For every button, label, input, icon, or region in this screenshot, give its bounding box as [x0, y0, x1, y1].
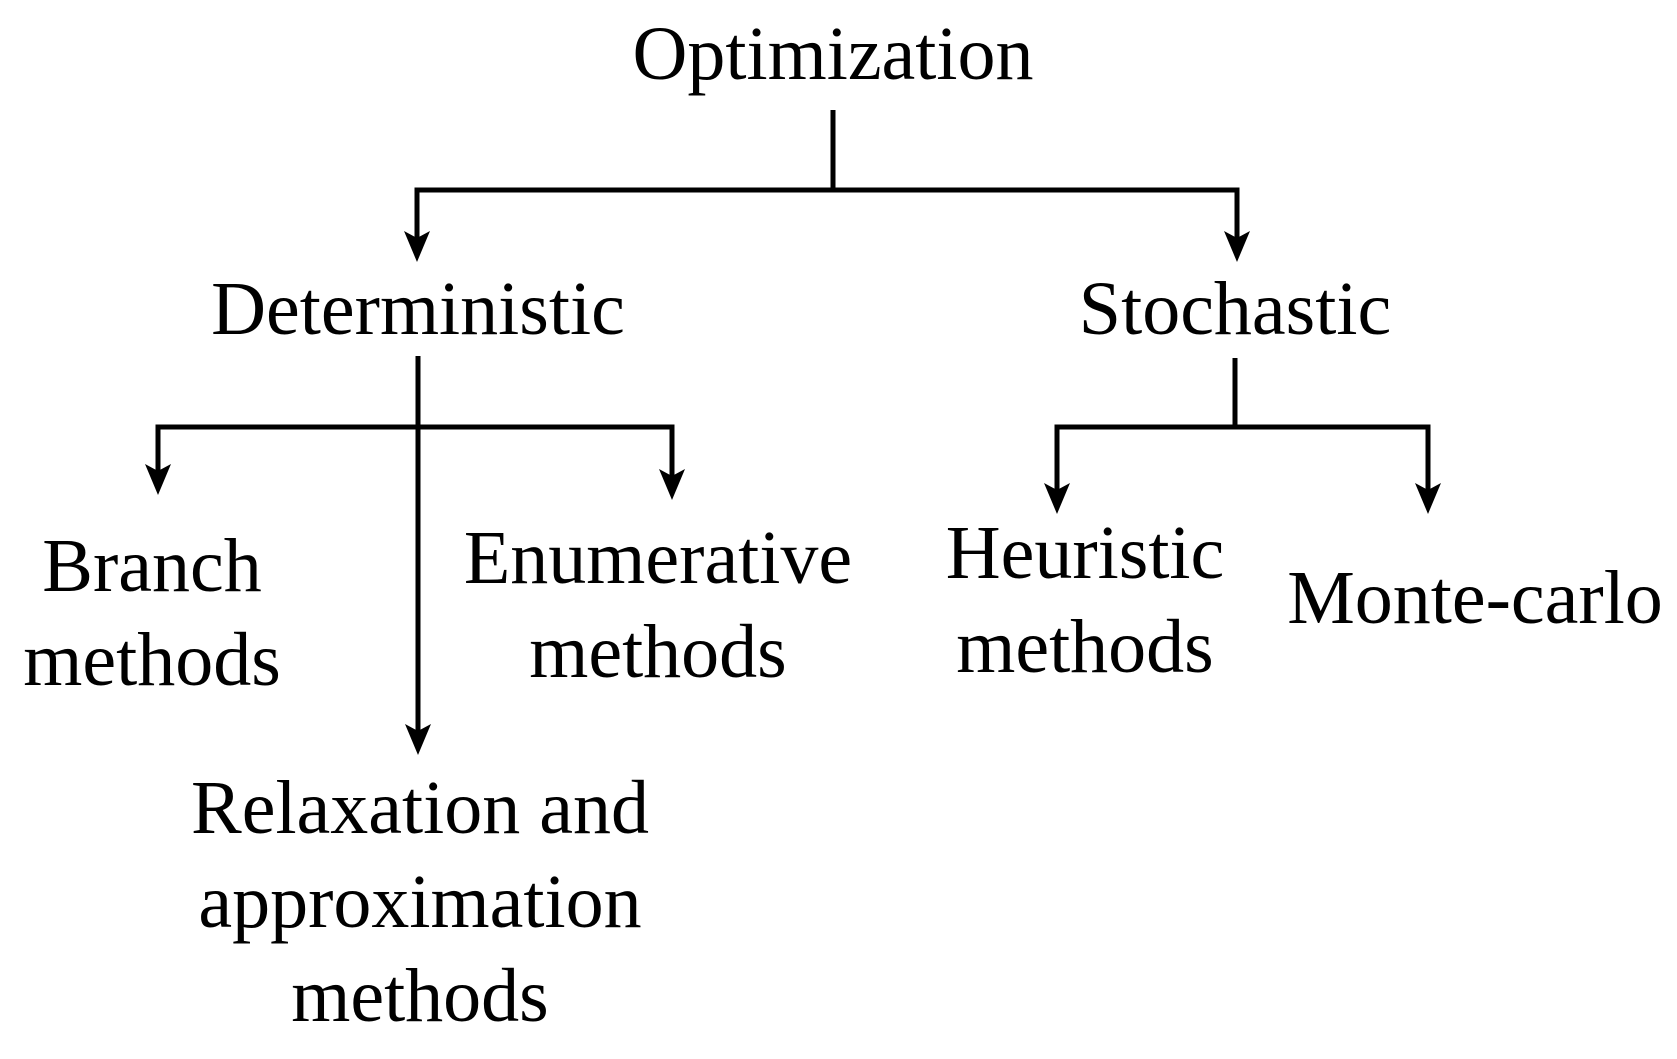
arrowhead-enumerative-icon [659, 469, 685, 500]
node-monte-carlo: Monte-carlo [1287, 556, 1663, 640]
node-relaxation-approximation-methods: Relaxation and approximation methods [191, 766, 649, 1038]
arrowhead-relaxation-icon [405, 724, 431, 755]
arrowhead-deterministic-icon [404, 231, 430, 262]
node-heuristic-methods: Heuristic methods [945, 511, 1225, 689]
node-stochastic: Stochastic [1078, 267, 1392, 351]
arrowhead-monte-carlo-icon [1415, 483, 1441, 514]
node-deterministic: Deterministic [211, 267, 625, 351]
node-branch-methods: Branch methods [23, 524, 281, 702]
arrowhead-heuristic-icon [1044, 483, 1070, 514]
node-optimization: Optimization [632, 12, 1034, 96]
node-enumerative-methods: Enumerative methods [463, 516, 853, 694]
arrowhead-stochastic-icon [1224, 231, 1250, 262]
arrowhead-branch-icon [145, 464, 171, 495]
